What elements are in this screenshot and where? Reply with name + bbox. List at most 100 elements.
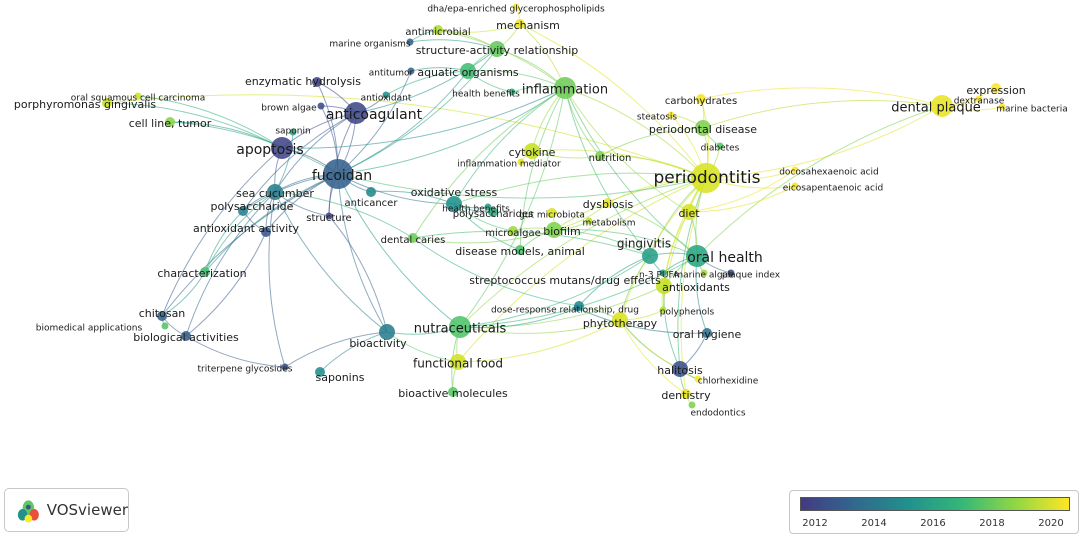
label-dental_plaque[interactable]: dental plaque [891, 101, 981, 116]
label-dysbiosis[interactable]: dysbiosis [583, 198, 634, 211]
label-biological_activities[interactable]: biological activities [133, 331, 239, 344]
node-nutrition[interactable] [595, 151, 605, 161]
label-diabetes[interactable]: diabetes [701, 144, 740, 154]
label-cell_line_tumor[interactable]: cell line, tumor [129, 117, 212, 130]
node-carbohydrates[interactable] [696, 94, 706, 104]
node-brown_algae[interactable] [317, 102, 325, 110]
node-structure_activity[interactable] [489, 41, 505, 57]
node-chitosan[interactable] [157, 311, 167, 321]
label-aquatic_organisms[interactable]: aquatic organisms [417, 66, 519, 79]
label-gut_microbiota[interactable]: gut microbiota [519, 211, 585, 221]
node-gut_microbiota[interactable] [547, 208, 557, 218]
label-inflammation[interactable]: inflammation [522, 83, 608, 98]
label-steatosis[interactable]: steatosis [637, 113, 677, 123]
label-antioxidant[interactable]: antioxidant [361, 94, 412, 104]
label-antioxidant_activity[interactable]: antioxidant activity [193, 222, 300, 235]
node-polysaccharide[interactable] [238, 206, 248, 216]
label-dha[interactable]: docosahexaenoic acid [779, 168, 879, 178]
node-polyphenols[interactable] [659, 306, 667, 314]
vosviewer-logo[interactable]: VOSviewer [4, 488, 129, 532]
label-metabolism[interactable]: metabolism [582, 219, 635, 229]
node-plaque_index[interactable] [727, 269, 735, 277]
node-epa[interactable] [791, 182, 799, 190]
node-oxidative_stress[interactable] [446, 196, 462, 212]
label-expression[interactable]: expression [966, 84, 1025, 97]
node-dha_epa[interactable] [512, 3, 520, 11]
label-streptococcus[interactable]: streptococcus mutans/drug effects [469, 274, 661, 287]
label-characterization[interactable]: characterization [157, 267, 246, 280]
label-marine_bacteria[interactable]: marine bacteria [996, 105, 1068, 115]
label-gingivitis[interactable]: gingivitis [617, 237, 671, 251]
label-antimicrobial[interactable]: antimicrobial [405, 27, 470, 38]
node-dha[interactable] [791, 166, 799, 174]
label-saponins[interactable]: saponins [316, 371, 365, 384]
label-structure_activity[interactable]: structure-activity relationship [416, 44, 579, 57]
node-saponin[interactable] [289, 128, 297, 136]
label-cytokine[interactable]: cytokine [509, 146, 556, 159]
node-metabolism[interactable] [585, 217, 593, 225]
label-epa[interactable]: eicosapentaenoic acid [783, 184, 883, 194]
label-n3_pufa[interactable]: n-3 PUFA [639, 271, 680, 281]
label-oral_hygiene[interactable]: oral hygiene [673, 328, 742, 341]
label-dental_caries[interactable]: dental caries [381, 235, 446, 246]
node-antitumor[interactable] [407, 67, 415, 75]
label-marine_organisms[interactable]: marine organisms [329, 40, 411, 50]
node-diabetes[interactable] [716, 142, 724, 150]
label-dose_response[interactable]: dose-response relationship, drug [491, 306, 639, 316]
label-sea_cucumber[interactable]: sea cucumber [236, 187, 314, 200]
node-aquatic_organisms[interactable] [460, 63, 476, 79]
node-gingivitis[interactable] [642, 248, 658, 264]
node-fucoidan[interactable] [323, 159, 353, 189]
label-anticoagulant[interactable]: anticoagulant [326, 107, 423, 123]
label-oral_scc[interactable]: oral squamous cell carcinoma [71, 94, 206, 104]
label-antioxidants[interactable]: antioxidants [662, 281, 730, 294]
node-phytotherapy[interactable] [612, 312, 628, 328]
node-oral_health[interactable] [686, 245, 708, 267]
label-apoptosis[interactable]: apoptosis [236, 142, 303, 158]
node-bioactive_molecules[interactable] [448, 387, 458, 397]
label-enzymatic_hydrolysis[interactable]: enzymatic hydrolysis [245, 75, 361, 88]
node-anticancer[interactable] [366, 187, 376, 197]
node-apoptosis[interactable] [271, 137, 293, 159]
node-n3_pufa[interactable] [659, 269, 667, 277]
label-plaque_index[interactable]: plaque index [722, 271, 781, 281]
label-fucoidan[interactable]: fucoidan [312, 168, 372, 184]
label-nutraceuticals[interactable]: nutraceuticals [414, 322, 507, 337]
node-microalgae[interactable] [508, 226, 518, 236]
node-expression[interactable] [991, 83, 1001, 93]
label-inflammation_mediator[interactable]: inflammation mediator [457, 160, 561, 170]
label-dha_epa[interactable]: dha/epa-enriched glycerophospholipids [427, 5, 605, 15]
node-dental_caries[interactable] [408, 233, 418, 243]
label-porphyromonas[interactable]: porphyromonas gingivalis [14, 98, 157, 111]
label-biofilm[interactable]: biofilm [543, 225, 580, 238]
node-dextranase[interactable] [975, 95, 983, 103]
label-phytotherapy[interactable]: phytotherapy [583, 317, 658, 330]
label-biomedical_applications[interactable]: biomedical applications [36, 324, 143, 334]
node-antioxidants[interactable] [656, 278, 672, 294]
node-health_benefits_mid[interactable] [484, 203, 492, 211]
label-dextranase[interactable]: dextranase [954, 97, 1005, 107]
node-structure[interactable] [325, 212, 333, 220]
label-mechanism[interactable]: mechanism [496, 19, 560, 32]
label-saponin[interactable]: saponin [275, 127, 310, 137]
node-antioxidant_activity[interactable] [261, 227, 271, 237]
label-brown_algae[interactable]: brown algae [261, 104, 317, 114]
node-porphyromonas[interactable] [102, 98, 112, 108]
label-disease_models[interactable]: disease models, animal [455, 245, 585, 258]
node-anticoagulant[interactable] [345, 102, 367, 124]
label-triterpene_glycosides[interactable]: triterpene glycosides [198, 365, 293, 375]
label-antitumor[interactable]: antitumor [369, 69, 414, 79]
label-polysaccharides[interactable]: polysaccharides [453, 209, 534, 220]
node-nutraceuticals[interactable] [449, 316, 471, 338]
label-periodontal_disease[interactable]: periodontal disease [649, 123, 757, 136]
node-bioactivity[interactable] [379, 324, 395, 340]
node-steatosis[interactable] [667, 111, 675, 119]
node-endodontics[interactable] [688, 401, 696, 409]
label-structure[interactable]: structure [306, 213, 351, 224]
node-periodontitis[interactable] [691, 163, 721, 193]
label-bioactive_molecules[interactable]: bioactive molecules [398, 387, 508, 400]
node-sea_cucumber[interactable] [267, 184, 283, 200]
node-saponins[interactable] [315, 367, 325, 377]
node-marine_algae[interactable] [700, 269, 708, 277]
label-microalgae[interactable]: microalgae [485, 228, 541, 239]
